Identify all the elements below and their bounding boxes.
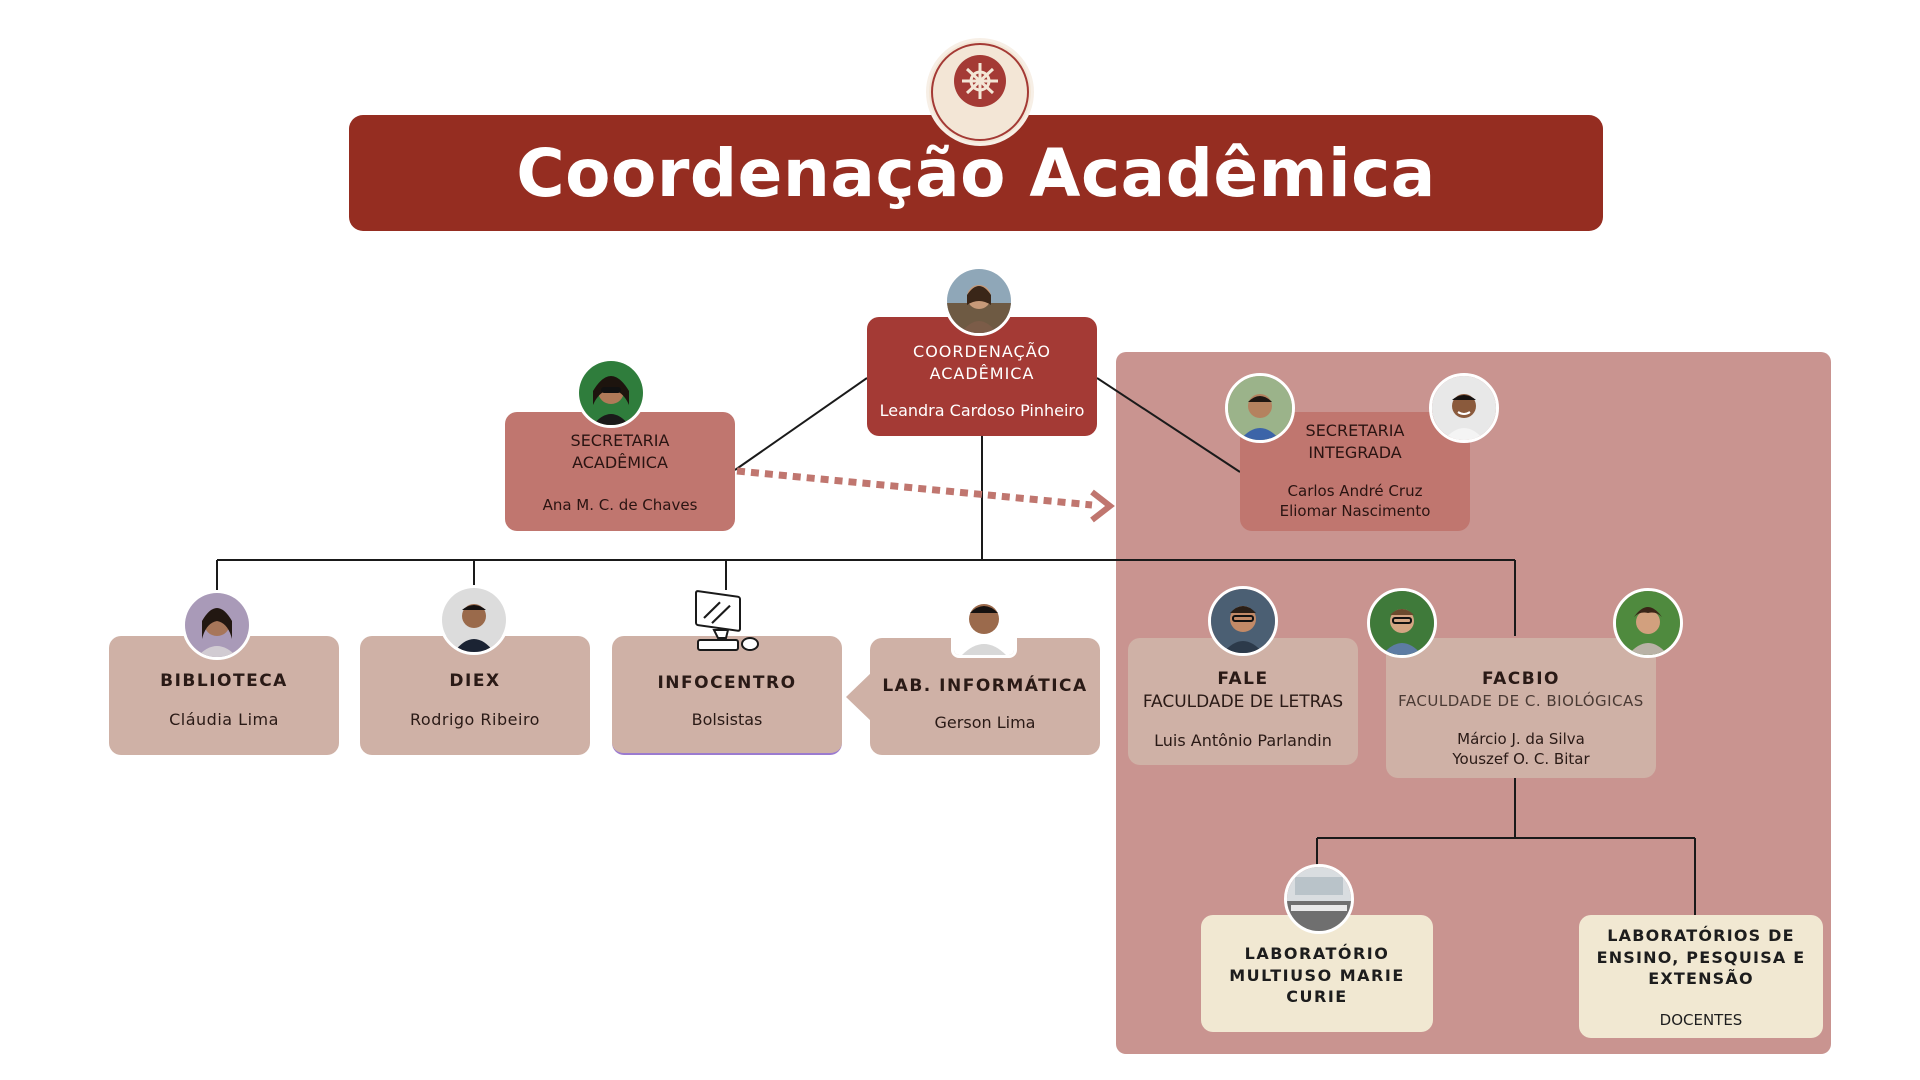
- avatar: [1225, 373, 1295, 443]
- avatar: [182, 590, 252, 660]
- coordenacao-academica-node: COORDENAÇÃO ACADÊMICA Leandra Cardoso Pi…: [867, 317, 1097, 436]
- facbio-node: FACBIO FACULDADE DE C. BIOLÓGICAS Márcio…: [1386, 638, 1656, 778]
- node-title: LABORATÓRIOS DE: [1607, 926, 1795, 945]
- node-subtitle: FACULDADE DE LETRAS: [1142, 691, 1344, 712]
- node-person: Eliomar Nascimento: [1279, 502, 1431, 521]
- avatar: [1284, 864, 1354, 934]
- biblioteca-node: BIBLIOTECA Cláudia Lima: [109, 636, 339, 755]
- avatar: [1208, 586, 1278, 656]
- avatar: [576, 358, 646, 428]
- avatar: [1367, 588, 1437, 658]
- node-title: ACADÊMICA: [572, 452, 668, 472]
- node-person: DOCENTES: [1659, 1010, 1743, 1029]
- node-person: Bolsistas: [691, 709, 763, 729]
- node-title: ACADÊMICA: [929, 363, 1035, 383]
- node-title: INFOCENTRO: [657, 673, 797, 693]
- node-title: FALE: [1217, 669, 1269, 689]
- node-person: Carlos André Cruz: [1287, 482, 1423, 501]
- computer-icon: [695, 590, 759, 651]
- node-title: LABORATÓRIO: [1244, 944, 1390, 963]
- avatar: [951, 586, 1017, 658]
- node-person: Gerson Lima: [934, 712, 1036, 732]
- node-title: SECRETARIA: [570, 431, 670, 450]
- avatar: [1429, 373, 1499, 443]
- infocentro-node: INFOCENTRO Bolsistas: [612, 636, 842, 755]
- node-title: CURIE: [1286, 987, 1348, 1007]
- lab-ensino-node: LABORATÓRIOS DE ENSINO, PESQUISA E EXTEN…: [1579, 915, 1823, 1038]
- node-person: Ana M. C. de Chaves: [542, 496, 698, 515]
- node-title: EXTENSÃO: [1648, 969, 1754, 989]
- avatar: [944, 266, 1014, 336]
- node-person: Leandra Cardoso Pinheiro: [879, 401, 1085, 421]
- node-title: INTEGRADA: [1308, 442, 1402, 462]
- avatar: [439, 585, 509, 655]
- node-person: Youszef O. C. Bitar: [1452, 750, 1590, 769]
- avatar: [1613, 588, 1683, 658]
- secretaria-academica-node: SECRETARIA ACADÊMICA Ana M. C. de Chaves: [505, 412, 735, 531]
- node-title: BIBLIOTECA: [160, 671, 288, 691]
- node-title: SECRETARIA: [1305, 421, 1405, 440]
- diex-node: DIEX Rodrigo Ribeiro: [360, 636, 590, 755]
- node-title: DIEX: [449, 671, 501, 691]
- coordac-logo: [926, 38, 1034, 146]
- node-title: LAB. INFORMÁTICA: [882, 676, 1088, 696]
- node-subtitle: FACULDADE DE C. BIOLÓGICAS: [1398, 691, 1644, 710]
- page-title: Coordenação Acadêmica: [516, 134, 1436, 212]
- node-title: FACBIO: [1481, 669, 1561, 689]
- node-person: Márcio J. da Silva: [1457, 730, 1585, 749]
- fale-node: FALE FACULDADE DE LETRAS Luis Antônio Pa…: [1128, 638, 1358, 765]
- node-title: COORDENAÇÃO: [913, 342, 1051, 361]
- lab-multiuso-node: LABORATÓRIO MULTIUSO MARIE CURIE: [1201, 915, 1433, 1032]
- node-title: MULTIUSO MARIE: [1229, 965, 1405, 985]
- logo-emblem-icon: [931, 43, 1029, 141]
- node-person: Rodrigo Ribeiro: [410, 709, 540, 729]
- node-title: ENSINO, PESQUISA E: [1596, 947, 1806, 967]
- node-person: Cláudia Lima: [169, 709, 279, 729]
- callout-pointer-icon: [846, 672, 872, 722]
- node-person: Luis Antônio Parlandin: [1154, 730, 1332, 750]
